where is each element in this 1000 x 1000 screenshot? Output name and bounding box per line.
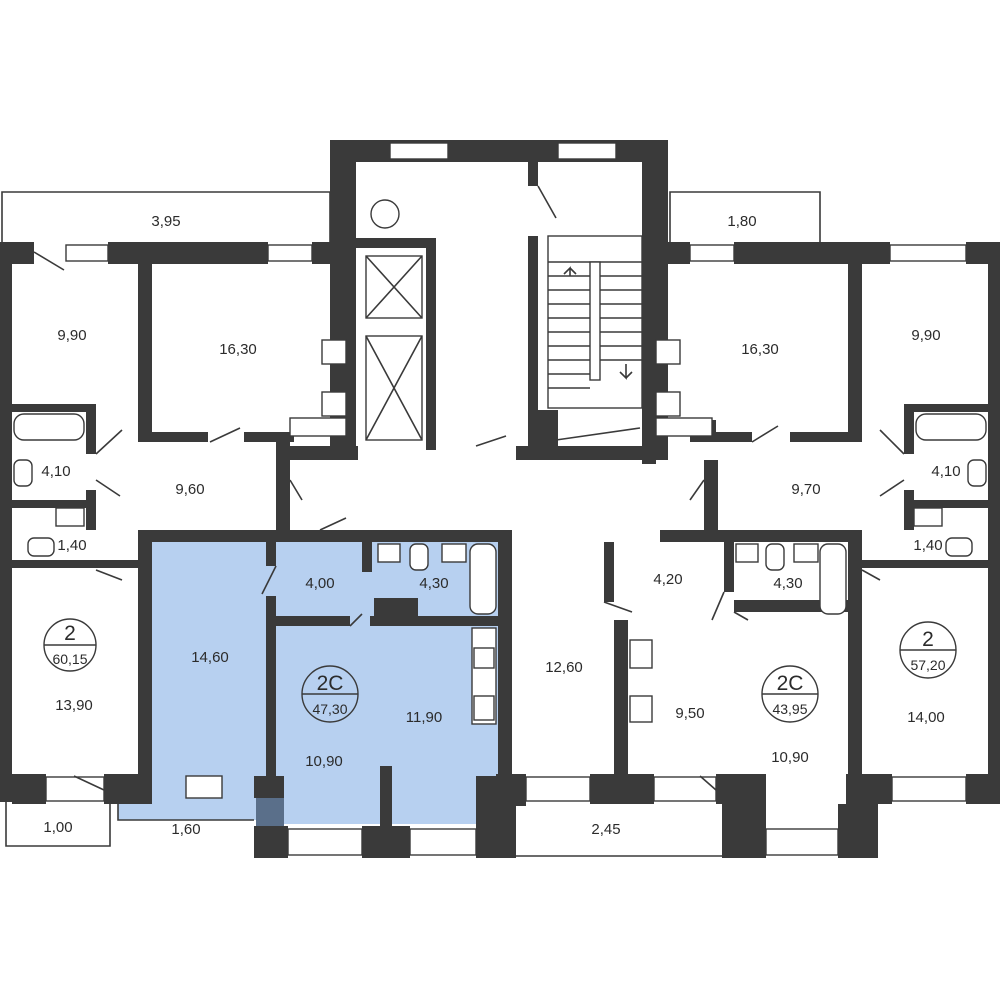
windows: [45, 142, 967, 856]
stove-icon: [629, 695, 653, 723]
stove-icon: [655, 339, 681, 365]
room-area-label: 1,40: [913, 537, 942, 554]
room-area-label: 16,30: [741, 341, 779, 358]
sink-icon: [793, 543, 819, 563]
bathtub-icon: [915, 413, 987, 441]
sink-icon: [377, 543, 401, 563]
room-area-label: 2,45: [591, 821, 620, 838]
toilet-icon: [765, 543, 785, 571]
apartment-type: 2: [64, 622, 76, 645]
bathtub-icon: [469, 543, 497, 615]
bathtub-icon: [819, 543, 847, 615]
apartment-type: 2С: [777, 672, 804, 695]
room-area-label: 1,00: [43, 819, 72, 836]
room-area-label: 4,30: [419, 575, 448, 592]
toilet-icon: [967, 459, 987, 487]
stove-icon: [321, 339, 347, 365]
toilet-icon: [27, 537, 55, 557]
room-area-label: 9,50: [675, 705, 704, 722]
elevator-large: [365, 335, 423, 441]
kitchen-sink-icon: [473, 647, 495, 669]
kitchen-sink-icon: [655, 391, 681, 417]
apartment-type: 2С: [317, 672, 344, 695]
toilet-icon: [13, 459, 33, 487]
apartment-area: 60,15: [52, 651, 87, 667]
staircase: [547, 235, 643, 441]
toilet-icon: [945, 537, 973, 557]
sink-icon: [735, 543, 759, 563]
room-area-label: 11,90: [406, 709, 442, 726]
room-area-label: 1,60: [171, 821, 200, 838]
room-area-label: 3,95: [151, 213, 180, 230]
apartment-area: 57,20: [910, 657, 945, 673]
counter-icon: [655, 417, 713, 437]
core-fixtures: [365, 199, 643, 441]
room-labels: 3,95 1,80 9,90 16,30 4,10 9,60 1,40 13,9…: [41, 213, 960, 838]
room-area-label: 9,90: [57, 327, 86, 344]
apartment-badge-right[interactable]: 2 57,20: [899, 621, 957, 679]
sink-icon: [55, 507, 85, 527]
plumbing-fixtures: [13, 339, 987, 725]
room-area-label: 13,90: [55, 697, 93, 714]
walls: [0, 140, 1000, 858]
counter-icon: [289, 417, 347, 437]
apartment-area: 43,95: [772, 701, 807, 717]
apartment-area: 47,30: [312, 701, 347, 717]
door-swings: [33, 185, 905, 791]
toilet-icon: [409, 543, 429, 571]
room-area-label: 4,10: [41, 463, 70, 480]
sink-icon: [913, 507, 943, 527]
room-area-label: 9,60: [175, 481, 204, 498]
bathtub-icon: [13, 413, 85, 441]
room-area-label: 4,00: [305, 575, 334, 592]
room-area-label: 12,60: [545, 659, 583, 676]
room-area-label: 16,30: [219, 341, 257, 358]
room-area-label: 1,80: [727, 213, 756, 230]
kitchen-sink-icon: [629, 639, 653, 669]
room-area-label: 9,90: [911, 327, 940, 344]
stove-icon: [473, 695, 495, 721]
sink-icon: [441, 543, 467, 563]
shaft-circle: [370, 199, 400, 229]
apartment-type: 2: [922, 628, 934, 651]
room-area-label: 10,90: [305, 753, 343, 770]
room-area-label: 4,20: [653, 571, 682, 588]
balcony-outlines-top: [1, 191, 821, 242]
elevator-small: [365, 255, 423, 319]
apartment-badge-selected[interactable]: 2С 47,30: [301, 665, 359, 723]
room-area-label: 4,30: [773, 575, 802, 592]
room-area-label: 10,90: [771, 749, 809, 766]
kitchen-sink-icon: [321, 391, 347, 417]
room-area-label: 4,10: [931, 463, 960, 480]
room-area-label: 1,40: [57, 537, 86, 554]
room-area-label: 14,60: [191, 649, 229, 666]
room-area-label: 9,70: [791, 481, 820, 498]
apartment-badge-left[interactable]: 2 60,15: [43, 618, 97, 672]
room-area-label: 14,00: [907, 709, 945, 726]
apartment-badge-center-right[interactable]: 2С 43,95: [761, 665, 819, 723]
